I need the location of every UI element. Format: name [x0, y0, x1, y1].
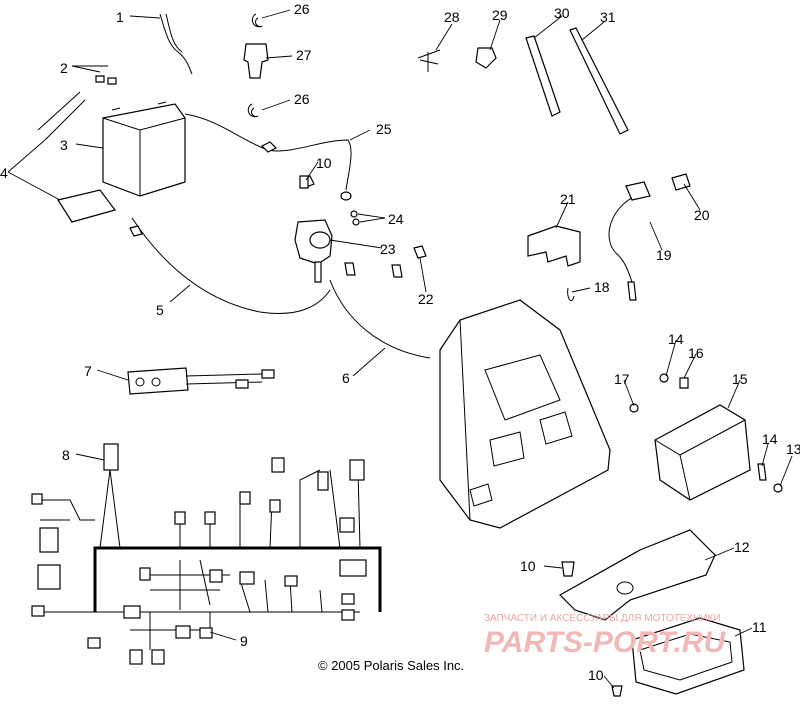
positive-lead [184, 113, 352, 191]
callout-number: 4 [0, 165, 8, 181]
callout-number: 23 [380, 241, 396, 257]
callout-number: 29 [492, 7, 508, 23]
callout-number: 30 [554, 5, 570, 21]
callout-number: 18 [594, 279, 610, 295]
battery-bolts [95, 75, 117, 85]
callout-number: 8 [62, 447, 70, 463]
callout-number: 28 [444, 9, 460, 25]
voltage-regulator [631, 617, 745, 695]
callout-number: 16 [688, 345, 704, 361]
module-bracket [559, 529, 716, 621]
rod-31 [569, 27, 629, 135]
callout-number: 13 [786, 441, 800, 457]
control-module [654, 404, 751, 501]
callout-number: 21 [560, 191, 576, 207]
callout-number: 25 [376, 121, 392, 137]
callout-numbers: 1 2 3 4 5 6 7 8 9 10 10 10 11 12 13 14 1… [0, 1, 800, 683]
callout-number: 3 [60, 137, 68, 153]
callout-number: 2 [60, 60, 68, 76]
rod-30 [525, 35, 561, 117]
callout-number: 10 [316, 155, 332, 171]
battery-cable-positive [329, 279, 431, 359]
callout-number: 26 [294, 91, 310, 107]
vent-tube [159, 13, 193, 75]
wiring-harness [31, 443, 382, 665]
callout-number: 10 [520, 558, 536, 574]
callout-number: 31 [600, 9, 616, 25]
leader-lines [7, 9, 793, 689]
callout-number: 19 [656, 247, 672, 263]
callout-number: 26 [294, 1, 310, 17]
callout-number: 24 [388, 211, 404, 227]
callout-number: 14 [762, 431, 778, 447]
callout-number: 22 [418, 291, 434, 307]
callout-number: 11 [752, 619, 767, 635]
callout-number: 27 [296, 47, 312, 63]
callout-number: 12 [734, 539, 750, 555]
callout-number: 1 [116, 9, 124, 25]
starter-solenoid [294, 219, 333, 283]
copyright-notice: © 2005 Polaris Sales Inc. [318, 658, 464, 673]
callout-number: 17 [614, 371, 630, 387]
callout-number: 6 [342, 370, 350, 386]
callout-number: 7 [84, 363, 92, 379]
callout-number: 20 [694, 207, 710, 223]
callout-number: 14 [668, 331, 684, 347]
watermark-tagline: ЗАПЧАСТИ И АКСЕССУАРЫ ДЛЯ МОТОТЕХНИКИ [484, 613, 721, 624]
callout-number: 9 [240, 633, 248, 649]
battery-cable-negative [131, 217, 331, 314]
clamps [243, 13, 269, 118]
mounting-panel [439, 299, 611, 529]
callout-number: 15 [732, 371, 748, 387]
watermark-brand: PARTS-PORT.RU [484, 626, 726, 659]
battery [102, 101, 186, 197]
battery-pad [37, 91, 117, 223]
callout-number: 5 [156, 302, 164, 318]
callout-number: 10 [588, 667, 604, 683]
ground-strap [127, 367, 275, 395]
